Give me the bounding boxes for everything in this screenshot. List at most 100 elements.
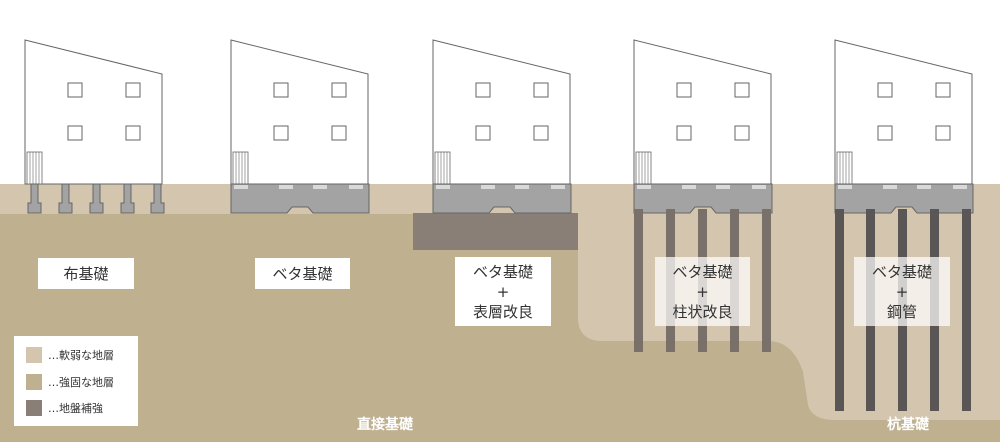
window [475, 125, 491, 141]
mat-notch [838, 185, 852, 189]
label-line-3: 鋼管 [886, 302, 917, 321]
house-body [24, 39, 163, 185]
legend: …軟弱な地層 …強固な地層 …地盤補強 [14, 336, 138, 426]
window [125, 125, 141, 141]
window [273, 82, 289, 98]
strip-foundation [27, 183, 165, 214]
mat-notch [551, 185, 565, 189]
label-fuki: 布基礎 [38, 258, 134, 289]
house-body [432, 39, 571, 185]
window [877, 125, 893, 141]
window [273, 125, 289, 141]
house-2 [230, 39, 369, 185]
mat-notch [883, 185, 897, 189]
window [475, 82, 491, 98]
label-line-3: 柱状改良 [672, 302, 733, 321]
label-beta: ベタ基礎 [255, 258, 350, 289]
door-grille [635, 151, 652, 185]
column-pile [634, 209, 643, 352]
door-grille [232, 151, 249, 185]
door-grille [26, 151, 43, 185]
grille-frame [232, 151, 249, 185]
mat-notch [953, 185, 967, 189]
grille-frame [635, 151, 652, 185]
label-beta-surface: ベタ基礎 + 表層改良 [455, 257, 551, 326]
legend-label-weak: …軟弱な地層 [48, 349, 114, 362]
window [67, 125, 83, 141]
window [935, 125, 951, 141]
grille-frame [836, 151, 853, 185]
door-grille [434, 151, 451, 185]
window [533, 82, 549, 98]
label-line-1: ベタ基礎 [871, 262, 932, 281]
window [734, 82, 750, 98]
legend-item-strong: …強固な地層 [26, 374, 114, 390]
mat-slab [834, 183, 974, 214]
legend-swatch-weak [26, 347, 42, 363]
mat-notch [682, 185, 696, 189]
window [877, 82, 893, 98]
mat-foundation-1 [230, 183, 370, 214]
mat-notch [917, 185, 931, 189]
house-1 [24, 39, 163, 185]
mat-slab [230, 183, 370, 214]
footing [58, 183, 73, 214]
mat-foundation-2 [432, 183, 572, 214]
steel-pile [835, 209, 844, 411]
window [935, 82, 951, 98]
legend-label-strong: …強固な地層 [48, 376, 114, 389]
window [331, 125, 347, 141]
label-line-2: + [895, 282, 909, 301]
legend-item-weak: …軟弱な地層 [26, 347, 114, 363]
column-pile [762, 209, 771, 352]
mat-foundation-3 [633, 183, 773, 214]
door-grille [836, 151, 853, 185]
mat-notch [349, 185, 363, 189]
house-5 [834, 39, 973, 185]
label-beta-column: ベタ基礎 + 柱状改良 [655, 257, 750, 326]
legend-swatch-improvement [26, 400, 42, 416]
house-3 [432, 39, 571, 185]
house-4 [633, 39, 772, 185]
mat-notch [716, 185, 730, 189]
mat-notch [515, 185, 529, 189]
category-direct: 直接基礎 [357, 417, 413, 433]
window [734, 125, 750, 141]
mat-notch [234, 185, 248, 189]
window [125, 82, 141, 98]
footing [120, 183, 135, 214]
steel-pile [962, 209, 971, 411]
strong-soil-layer [0, 214, 1000, 442]
window [676, 82, 692, 98]
mat-notch [752, 185, 766, 189]
label-line-1: ベタ基礎 [672, 262, 733, 281]
window [676, 125, 692, 141]
legend-swatch-strong [26, 374, 42, 390]
mat-notch [436, 185, 450, 189]
legend-label-improvement: …地盤補強 [48, 402, 103, 415]
window [67, 82, 83, 98]
grille-frame [26, 151, 43, 185]
label-beta-text: ベタ基礎 [272, 264, 333, 283]
label-line-3: 表層改良 [472, 302, 533, 321]
footing [89, 183, 104, 214]
legend-item-improvement: …地盤補強 [26, 400, 103, 416]
label-line-2: + [496, 282, 510, 301]
mat-notch [481, 185, 495, 189]
house-body [230, 39, 369, 185]
mat-notch [279, 185, 293, 189]
house-body [633, 39, 772, 185]
label-line-1: ベタ基礎 [472, 262, 533, 281]
house-body [834, 39, 973, 185]
grille-frame [434, 151, 451, 185]
mat-slab [432, 183, 572, 214]
window [533, 125, 549, 141]
mat-foundation-4 [834, 183, 974, 214]
window [331, 82, 347, 98]
footing [150, 183, 165, 214]
footing [27, 183, 42, 214]
category-pile: 杭基礎 [887, 417, 929, 433]
label-line-2: + [696, 282, 709, 301]
mat-notch [313, 185, 327, 189]
